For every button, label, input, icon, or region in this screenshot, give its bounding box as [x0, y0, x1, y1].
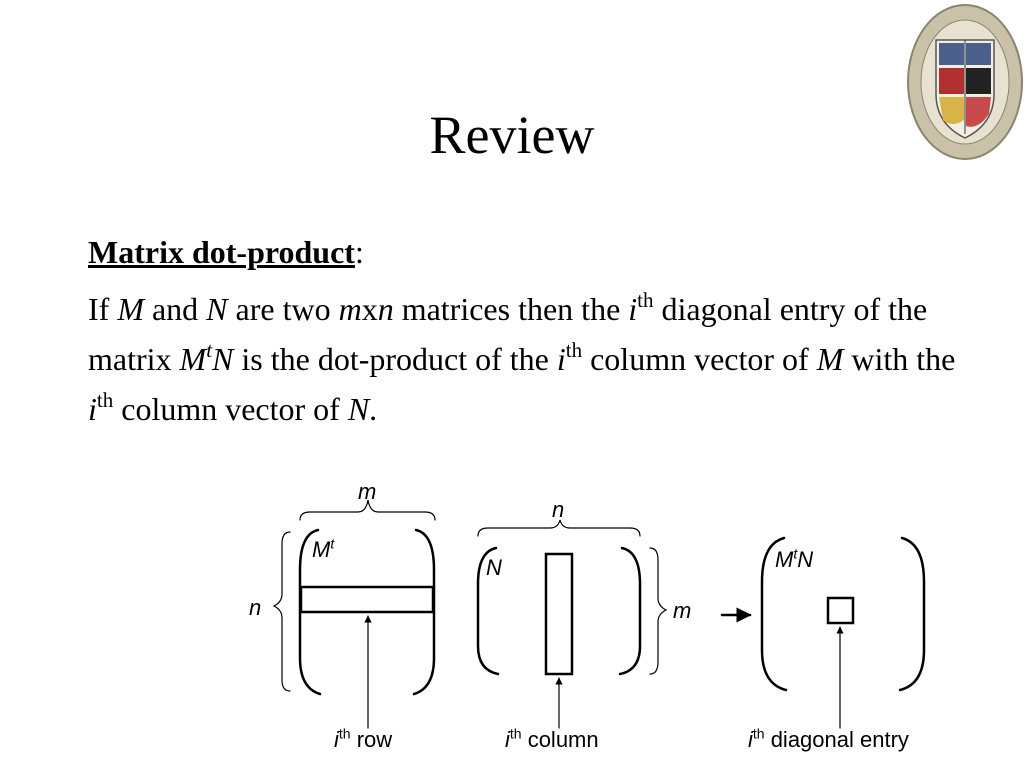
para-text: . — [369, 391, 378, 427]
para-text: matrices then the — [393, 291, 629, 327]
var-m-dim: m — [338, 291, 362, 327]
n-dimension-left: n — [249, 595, 262, 620]
var-i: i — [88, 391, 97, 427]
mt-right-bracket — [412, 528, 436, 696]
diagonal-entry-box — [826, 596, 855, 625]
var-m: M — [816, 341, 844, 377]
n-column-box — [544, 552, 574, 676]
var-n: N — [206, 291, 228, 327]
var-i: i — [628, 291, 638, 327]
superscript-t: t — [206, 337, 213, 362]
n-left-brace — [272, 531, 291, 692]
university-seal-logo — [907, 4, 1023, 160]
mt-top-brace — [299, 499, 436, 521]
n-left-bracket — [476, 546, 500, 676]
ith-diagonal-entry-label: ith diagonal entry — [748, 725, 909, 752]
var-m: M — [117, 291, 144, 327]
mt-row-box — [299, 585, 435, 614]
m-dimension-top: m — [358, 479, 377, 504]
times-x: x — [361, 291, 378, 327]
para-text: is the dot-product of the — [233, 341, 557, 377]
m-dimension-right: m — [673, 598, 692, 623]
mtn-right-bracket — [898, 536, 926, 692]
para-text: and — [143, 291, 207, 327]
mt-label: Mt — [312, 535, 335, 562]
var-m: M — [179, 341, 207, 377]
n-matrix-label: N — [486, 555, 502, 580]
mtn-left-bracket — [760, 536, 788, 692]
heading-colon: : — [354, 234, 364, 270]
var-n-dim: n — [377, 291, 394, 327]
para-text: diagonal entry of the matrix — [88, 291, 928, 377]
superscript-th: th — [637, 287, 654, 312]
para-text: column vector of — [582, 341, 817, 377]
section-heading: Matrix dot-product: — [88, 228, 364, 276]
para-text: If — [88, 291, 118, 327]
var-n: N — [212, 341, 234, 377]
n-right-bracket — [618, 546, 642, 676]
var-i: i — [556, 341, 566, 377]
diagram-drawing — [272, 499, 926, 729]
var-n: N — [347, 391, 370, 427]
ith-row-label: ith row — [334, 725, 393, 752]
para-text: column vector of — [113, 391, 348, 427]
matrix-diagram: m Mt n n N m MtN ith row ith column ith … — [0, 470, 1024, 768]
ith-column-label: ith column — [505, 725, 599, 752]
n-top-brace — [477, 519, 641, 537]
slide-title: Review — [429, 105, 595, 165]
superscript-th: th — [96, 387, 114, 412]
heading-text: Matrix dot-product — [88, 234, 355, 270]
para-text: with the — [843, 341, 956, 377]
n-dimension-top: n — [552, 497, 565, 522]
para-text: are two — [227, 291, 339, 327]
definition-paragraph: If M and N are two mxn matrices then the… — [88, 284, 968, 434]
m-right-brace — [649, 547, 668, 675]
mt-left-bracket — [298, 528, 322, 696]
mtn-label: MtN — [775, 545, 814, 572]
superscript-th: th — [565, 337, 583, 362]
